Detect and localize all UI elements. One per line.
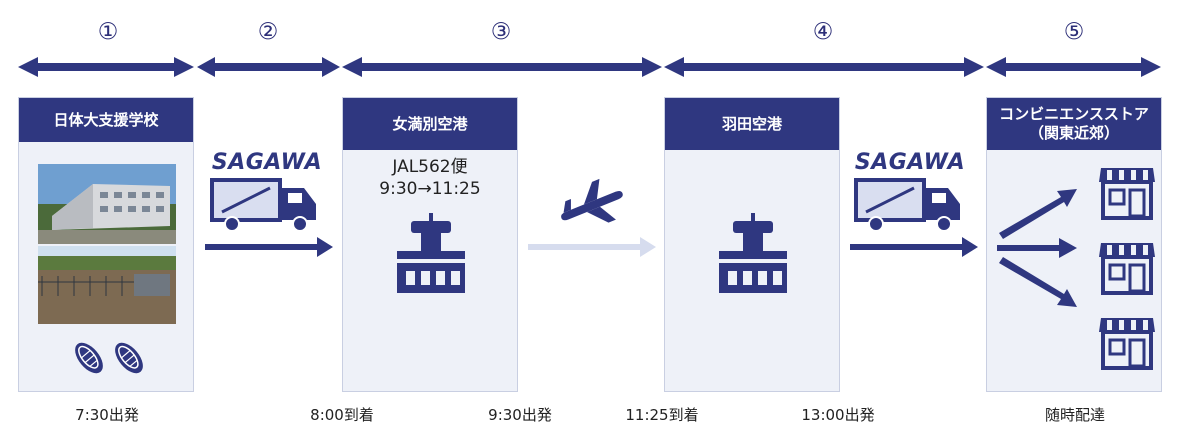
step-number-3: ③ xyxy=(490,19,512,45)
flight-number: JAL562便 xyxy=(392,157,468,177)
time-delivery: 随時配達 xyxy=(1044,406,1105,424)
school-name: 日体大支援学校 xyxy=(53,110,159,129)
school-photo xyxy=(38,164,176,324)
corn-icons xyxy=(75,342,143,374)
step-number-5: ⑤ xyxy=(1063,19,1085,45)
transport-arrow-2 xyxy=(850,237,978,257)
time-depart-dest-airport: 13:00出発 xyxy=(801,406,875,424)
corn-icon xyxy=(75,342,103,374)
time-arrive-origin-airport: 8:00到着 xyxy=(310,406,374,424)
span-arrow-5 xyxy=(986,57,1161,77)
step-number-4: ④ xyxy=(812,19,834,45)
distribution-arrow xyxy=(999,189,1077,239)
span-arrow-2 xyxy=(197,57,340,77)
store-icon xyxy=(1099,243,1155,295)
distribution-arrows xyxy=(997,189,1077,307)
school-card: 日体大支援学校 xyxy=(18,97,194,392)
airport-origin-name: 女満別空港 xyxy=(392,114,468,133)
truck-icon xyxy=(210,178,316,232)
time-flight-depart: 9:30出発 xyxy=(488,406,552,424)
airplane-icon xyxy=(561,178,623,223)
airport-dest-name: 羽田空港 xyxy=(721,114,782,133)
airport-origin-header: 女満別空港 xyxy=(343,98,517,150)
stage-span-arrows xyxy=(18,57,1161,77)
store-card: コンビニエンスストア （関東近郊） xyxy=(986,97,1162,392)
corn-icon xyxy=(115,342,143,374)
airport-icon xyxy=(397,213,465,293)
step-number-2: ② xyxy=(257,19,279,45)
airport-dest-card: 羽田空港 xyxy=(664,97,840,392)
flight-arrow xyxy=(528,237,656,257)
truck-icon xyxy=(854,178,960,232)
span-arrow-1 xyxy=(18,57,194,77)
airport-icon xyxy=(719,213,787,293)
store-icon xyxy=(1099,318,1155,370)
store-card-header: コンビニエンスストア （関東近郊） xyxy=(987,98,1161,150)
school-card-header: 日体大支援学校 xyxy=(19,98,193,142)
transport-arrow-1 xyxy=(205,237,333,257)
flight-schedule: 9:30→11:25 xyxy=(379,179,481,199)
carrier-label-1: SAGAWA xyxy=(211,150,323,175)
span-arrow-3 xyxy=(342,57,662,77)
carrier-label-2: SAGAWA xyxy=(854,150,966,175)
distribution-arrow xyxy=(999,257,1077,307)
distribution-arrow xyxy=(997,238,1077,258)
store-label-line2: （関東近郊） xyxy=(1028,124,1119,142)
time-depart-school: 7:30出発 xyxy=(75,406,139,424)
store-label-line1: コンビニエンスストア xyxy=(999,105,1149,123)
airport-dest-header: 羽田空港 xyxy=(665,98,839,150)
step-number-1: ① xyxy=(97,19,119,45)
span-arrow-4 xyxy=(664,57,984,77)
store-icon xyxy=(1099,168,1155,220)
time-flight-arrive: 11:25到着 xyxy=(625,406,699,424)
airport-origin-card: 女満別空港 JAL562便 9:30→11:25 xyxy=(342,97,518,392)
